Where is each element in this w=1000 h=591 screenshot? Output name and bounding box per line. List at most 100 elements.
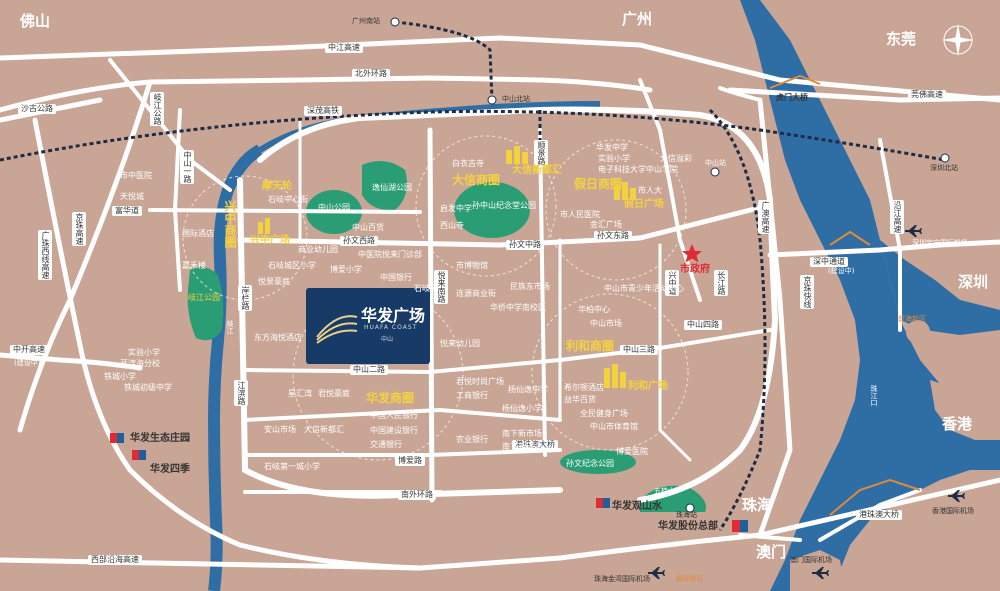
city-hongkong: 香港 <box>942 415 973 433</box>
poi: 益华百货 <box>564 395 596 404</box>
label-guanfo: 莞佛高速 <box>908 90 946 100</box>
poi: 电子科技大学中山学院 <box>598 165 678 174</box>
poi: 星汇湾 <box>288 389 312 398</box>
airport-shenzhen: 深圳宝安国际机场 <box>912 239 968 247</box>
label-gangzhuao-bridge: 港珠澳大桥 <box>856 510 902 520</box>
label-humen: 虎门大桥 <box>776 93 808 102</box>
brand-title: 华发广场 <box>361 306 426 325</box>
poi: 实验小学 <box>598 154 630 163</box>
label-zhongkai-sub: (建设中) <box>14 359 41 367</box>
poi: 孙中山纪念堂公园 <box>472 201 536 210</box>
label-zs-north: 中山北站 <box>502 95 530 103</box>
poi: 石岐城区小学 <box>268 261 316 270</box>
water-zhujiang: 珠江口 <box>870 385 878 406</box>
compass-icon <box>942 24 974 56</box>
poi: 石岐中心街 <box>268 195 308 204</box>
plaza-daxin: 大信新都汇 <box>512 165 562 176</box>
poi: 大信新都汇 <box>304 425 344 434</box>
label-zs-station: 中山站 <box>705 159 726 167</box>
sunwen-park <box>560 450 636 474</box>
yixian-lake <box>362 161 408 211</box>
poi: 南下新码头 <box>502 442 542 451</box>
water-qijiang: 岐江 <box>226 320 234 334</box>
label-shenmao: 深茂高铁 <box>304 106 342 116</box>
poi: 中国建设银行 <box>370 426 418 435</box>
label-shagong: 沙古公路 <box>18 104 56 114</box>
label-yanjiang: 沿江高速 <box>890 200 904 234</box>
label-xingzhong: 兴中道 <box>665 270 679 296</box>
label-boai: 博爱路 <box>395 456 425 466</box>
district-jiari: 假日商圈 <box>574 177 623 191</box>
pearl-river-estuary <box>740 0 1000 591</box>
huafa-logo-icon <box>316 315 358 344</box>
government-star-icon <box>682 244 702 263</box>
poi: 安山市场 <box>264 425 296 434</box>
label-gangzhuao: 港珠澳大桥 <box>512 440 558 450</box>
label-guangzhuxi: 广珠西线高速 <box>38 230 52 280</box>
poi: 市人大 <box>638 186 662 195</box>
label-shenzhong-sub: (建设中) <box>828 267 855 275</box>
station-markers <box>390 17 950 513</box>
poi: 交通银行 <box>370 440 402 449</box>
airport-markers <box>648 225 965 579</box>
plaza-lihe: 利和广场 <box>628 381 668 392</box>
label-xibuyanhai: 西部沿海高速 <box>88 555 142 565</box>
label-sunwenxi: 孙文西路 <box>340 236 378 246</box>
label-nanwaihuan: 南外环路 <box>398 490 436 500</box>
pin-huafa-guanshan[interactable]: 华发观山水 <box>612 501 662 512</box>
poi: 悦景豪庭 <box>258 277 290 286</box>
label-beiwai: 北外环路 <box>352 69 390 79</box>
poi: 南下新市场 <box>502 429 542 438</box>
poi: 华侨中学南校区 <box>490 303 546 312</box>
zone-hengqin: 横琴新区 <box>676 575 704 583</box>
poi: 西山寺 <box>440 221 464 230</box>
poi: 逸仙湖公园 <box>372 183 412 192</box>
pin-huafa-hq[interactable]: 华发股份总部 <box>658 521 718 532</box>
memorial-park <box>454 182 530 238</box>
pin-government[interactable]: 市政府 <box>680 264 710 275</box>
pin-huafa-shengtai[interactable]: 华发生态庄园 <box>130 433 190 444</box>
poi: 连源商业街 <box>456 289 496 298</box>
poi: 中国银行 <box>380 273 412 282</box>
district-lihe: 利和商圈 <box>566 339 615 353</box>
railways <box>0 20 946 531</box>
airport-macau: 澳门国际机场 <box>790 556 832 564</box>
district-huafa: 华发商圈 <box>366 391 415 405</box>
district-daxin: 大信商圈 <box>452 173 501 187</box>
poi: 岐江公园 <box>188 293 220 302</box>
qijiang-park <box>187 266 224 341</box>
poi: 天悦城 <box>120 192 144 201</box>
city-dongguan: 东莞 <box>886 30 917 48</box>
label-zhongshan1: 中山一路 <box>180 150 194 184</box>
city-zhuhai: 珠海 <box>742 496 773 514</box>
poi: 孙文纪念公园 <box>566 459 614 468</box>
city-shenzhen: 深圳 <box>958 273 989 291</box>
poi: 大信溢彩 <box>660 154 692 163</box>
label-shenzhong: 深中通道 <box>810 257 848 267</box>
poi: 杨仙逸小学 <box>502 404 542 413</box>
huafa-plaza-logo[interactable]: 华发广场 HUAFA COAST 中山 <box>306 288 430 364</box>
poi: 蓝湾海分校 <box>120 359 160 368</box>
pin-zhuhai-station: 珠海站 <box>676 511 697 519</box>
poi: 嘉禾楼 <box>182 261 206 270</box>
zone-qianhai: 前海新区 <box>898 315 926 323</box>
label-changjiang: 长江路 <box>714 270 728 296</box>
pin-ferris-wheel: 摩天轮 <box>262 181 292 192</box>
pin-huafa-siji[interactable]: 华发四季 <box>150 464 190 475</box>
shenzhen-bay <box>880 240 1000 335</box>
label-zhongkai: 中开高速 <box>10 345 48 355</box>
label-yuelai: 悦来南路 <box>434 270 448 304</box>
airport-zhuhai: 珠海金湾国际机场 <box>594 575 650 583</box>
poi: 博爱医院 <box>616 447 648 456</box>
poi: 国际酒店 <box>182 229 214 238</box>
poi: 市中医院 <box>120 171 152 180</box>
poi: 金汇广场 <box>590 220 622 229</box>
poi: 民族东市场 <box>510 282 550 291</box>
label-zhongshan3: 中山三路 <box>620 345 658 355</box>
city-foshan: 佛山 <box>20 12 51 30</box>
plaza-xingzhong: 兴中广场 <box>250 235 290 246</box>
poi: 杨仙逸中学 <box>508 385 548 394</box>
brand-sub2: 中山 <box>381 336 394 343</box>
label-jingzhu: 京珠高速 <box>72 212 86 246</box>
